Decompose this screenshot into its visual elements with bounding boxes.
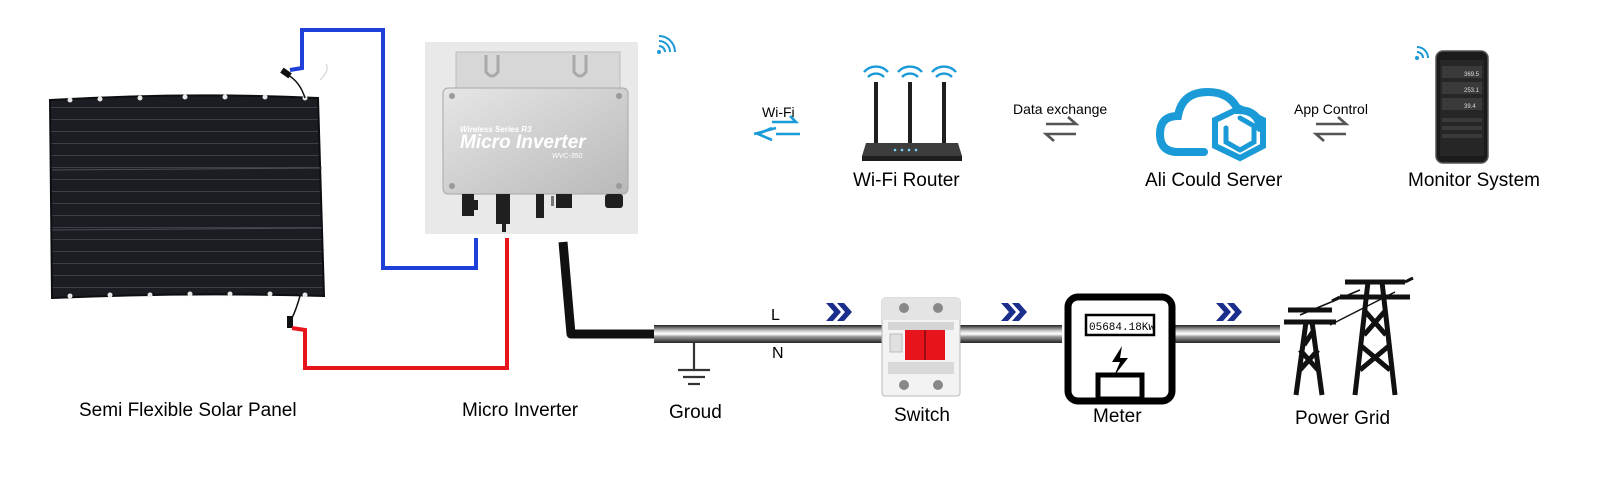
wifi-link-arrow <box>753 115 800 142</box>
wifi-router <box>862 65 962 161</box>
monitor-system-label: Monitor System <box>1408 170 1540 191</box>
ground-label: Groud <box>669 402 722 423</box>
app-control-label: App Control <box>1294 101 1368 117</box>
phone-value-1: 369.5 <box>1464 72 1480 78</box>
ground-symbol <box>678 343 710 386</box>
grid-cable-3 <box>1173 325 1280 343</box>
power-grid-label: Power Grid <box>1295 408 1390 429</box>
monitor-phone: 369.5 253.1 39.4 <box>1435 50 1489 164</box>
cloud-server-icon <box>1155 87 1266 162</box>
phone-value-2: 253.1 <box>1464 88 1480 94</box>
panel-lead-bottom <box>287 295 301 328</box>
flow-arrow-3 <box>1216 303 1242 321</box>
phone-value-3: 39.4 <box>1464 104 1476 110</box>
ac-output-cable <box>558 241 656 339</box>
grid-cable-2 <box>960 325 1062 343</box>
meter-reading: 05684.18Kw <box>1089 322 1155 334</box>
wifi-router-label: Wi-Fi Router <box>853 170 960 191</box>
micro-inverter-device: Wireless Series R3 Micro Inverter WVC-35… <box>425 42 638 234</box>
dc-negative-wire <box>291 238 509 370</box>
cloud-server-label: Ali Could Server <box>1145 170 1283 191</box>
breaker-switch <box>881 297 961 397</box>
inverter-series-text: Wireless Series R3 <box>460 125 532 134</box>
inverter-model-text: WVC-350 <box>552 153 582 160</box>
dc-positive-wire <box>289 28 478 270</box>
micro-inverter-label: Micro Inverter <box>462 400 579 421</box>
grid-cable-1 <box>654 325 882 343</box>
lightning-icon <box>1112 346 1128 376</box>
flow-arrow-2 <box>1001 303 1027 321</box>
data-exchange-label: Data exchange <box>1013 101 1107 117</box>
neutral-wire-label: N <box>772 345 784 362</box>
inverter-name-text: Micro Inverter <box>460 132 587 153</box>
data-exchange-arrow <box>1042 116 1080 142</box>
phone-wifi-icon <box>1415 46 1429 60</box>
app-control-arrow <box>1312 116 1350 142</box>
power-grid-tower <box>1284 276 1414 396</box>
live-wire-label: L <box>771 307 780 324</box>
flow-arrow-1 <box>826 303 852 321</box>
wifi-link-label: Wi-Fi <box>762 104 795 120</box>
solar-panel-label: Semi Flexible Solar Panel <box>79 400 297 421</box>
meter-label: Meter <box>1093 406 1142 427</box>
solar-panel <box>48 94 326 300</box>
panel-lead-top <box>280 63 328 99</box>
electric-meter: 05684.18Kw <box>1064 293 1176 405</box>
inverter-wifi-icon <box>657 35 676 54</box>
switch-label: Switch <box>894 405 950 426</box>
